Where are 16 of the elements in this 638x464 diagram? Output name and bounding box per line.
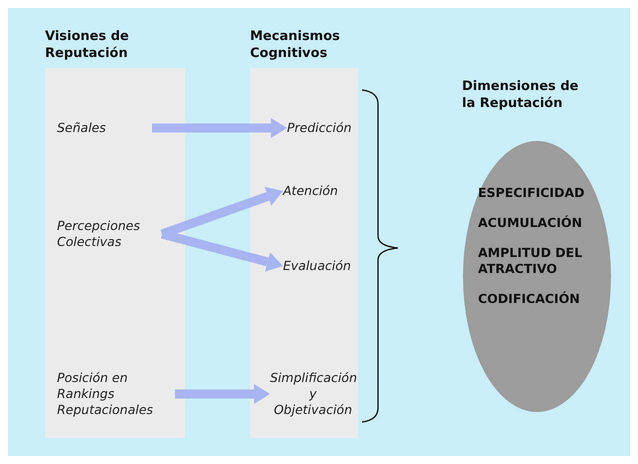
column-heading: Mecanismos Cognitivos [250, 28, 341, 62]
item-label: Percepciones Colectivas [57, 218, 162, 250]
dimension-label: ACUMULACIÓN [478, 215, 584, 231]
arrow [152, 118, 287, 138]
arrow [175, 384, 270, 404]
dimension-label: AMPLITUD DEL ATRACTIVO [478, 245, 584, 277]
item-label: Posición en Rankings Reputacionales [57, 370, 175, 418]
dimension-label: ESPECIFICIDAD [478, 185, 586, 201]
item-label: Atención [283, 183, 339, 199]
dimension-label: CODIFICACIÓN [478, 291, 581, 307]
item-label: Simplificación y Objetivación [270, 370, 356, 418]
column-heading: Dimensiones de la Reputación [462, 78, 580, 112]
column-heading: Visiones de Reputación [45, 28, 130, 62]
item-label: Señales [57, 120, 152, 136]
item-label: Predicción [287, 120, 351, 136]
item-label: Evaluación [283, 258, 351, 274]
